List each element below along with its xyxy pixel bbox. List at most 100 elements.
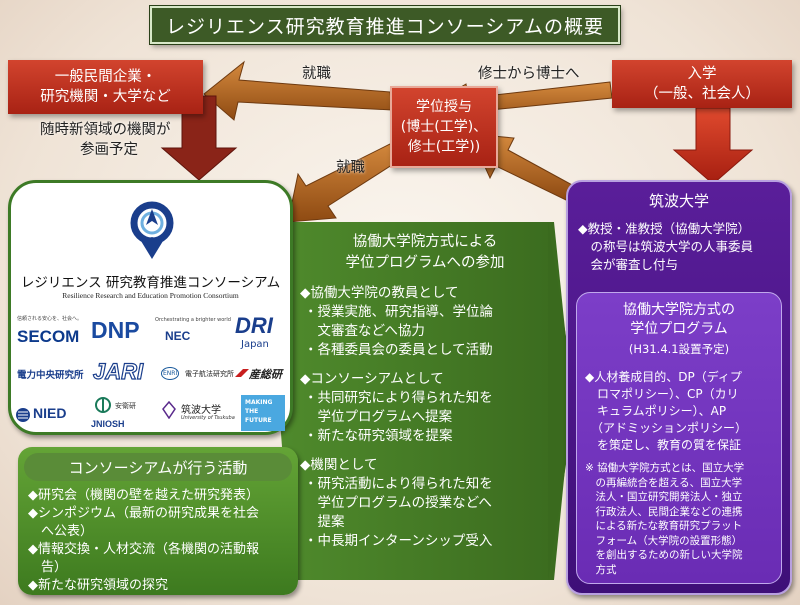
aist-name: 産総研 bbox=[249, 368, 282, 381]
arrow-employment-lower bbox=[287, 139, 407, 223]
program-line-1: ◆人材養成目的、DP（ディプ bbox=[585, 370, 742, 384]
section1-line-2: 文審査などへ協力 bbox=[304, 323, 425, 339]
jniosh-sub: 安衛研 bbox=[115, 402, 136, 410]
tsukuba-line-2: の称号は筑波大学の人事委員 bbox=[578, 239, 754, 254]
tsukuba-name-en: University of Tsukuba bbox=[181, 415, 235, 421]
note-line-4: 行政法人、民間企業などの連携 bbox=[585, 505, 743, 518]
program-note: ※ 協働大学院方式とは、国立大学 の再編統合を超える、国立大学 法人・国立研究開… bbox=[585, 461, 781, 577]
program-title-1: 協働大学院方式の bbox=[623, 302, 735, 318]
section3-title: ◆機関として bbox=[300, 457, 378, 473]
arrow-cooperation-tip bbox=[548, 222, 576, 580]
arrow-new-participants bbox=[160, 95, 238, 181]
making-the-future-logo: MAKING THE FUTURE bbox=[241, 395, 285, 431]
dri-wordmark: DRI bbox=[235, 313, 273, 338]
denchu-logo: 電力中央研究所 bbox=[17, 365, 85, 385]
arrow-cooperation bbox=[280, 222, 572, 580]
program-subtitle: (H31.4.1設置予定) bbox=[628, 342, 730, 356]
new-domain-label-line2: 参画予定 bbox=[80, 142, 138, 158]
enri-mark: ENRI bbox=[161, 367, 180, 380]
degree-box-line3: 修士(工学)) bbox=[407, 139, 481, 155]
activity-item-2: ◆シンポジウム（最新の研究成果を社会 へ公表） bbox=[28, 506, 259, 539]
nied-logo: NIED bbox=[15, 401, 83, 431]
consortium-emblem-icon bbox=[130, 201, 174, 259]
aist-logo: 産総研 bbox=[235, 363, 289, 387]
tsukuba-line-1: ◆教授・准教授（協働大学院） bbox=[578, 221, 751, 236]
participation-content: 協働大学院方式による 学位プログラムへの参加 ◆協働大学院の教員として ・授業実… bbox=[300, 232, 550, 551]
nfuture-line3: FUTURE bbox=[245, 417, 272, 424]
industry-box-line1: 一般民間企業・ bbox=[54, 69, 157, 85]
jniosh-logo: 安衛研 JNIOSH bbox=[89, 393, 159, 437]
program-line-4: （アドミッションポリシー） bbox=[585, 421, 748, 435]
consortium-name-en: Resilience Research and Education Promot… bbox=[62, 291, 239, 300]
section1-line-1: ・授業実施、研究指導、学位論 bbox=[304, 304, 493, 320]
secom-tagline: 信頼される安心を、社会へ。 bbox=[17, 316, 83, 322]
nec-tagline: Orchestrating a brighter world bbox=[155, 317, 231, 323]
activities-title: コンソーシアムが行う活動 bbox=[24, 453, 292, 481]
tsukuba-description: ◆教授・准教授（協働大学院） の称号は筑波大学の人事委員 会が審査し付与 bbox=[578, 220, 784, 274]
tsukuba-panel: 筑波大学 ◆教授・准教授（協働大学院） の称号は筑波大学の人事委員 会が審査し付… bbox=[566, 180, 792, 595]
aist-mark-icon bbox=[235, 369, 249, 377]
arrow-label-employment-lower: 就職 bbox=[336, 160, 365, 176]
degree-box: 学位授与 (博士(工学)、 修士(工学)) bbox=[390, 86, 498, 168]
arrow-employment-upper bbox=[203, 60, 393, 121]
section3-line-3: 提案 bbox=[304, 514, 345, 530]
secom-wordmark: SECOM bbox=[17, 327, 80, 346]
degree-program-box: 協働大学院方式の 学位プログラム (H31.4.1設置予定) ◆人材養成目的、D… bbox=[576, 292, 782, 584]
jari-logo: JARI bbox=[91, 358, 155, 389]
tsukuba-line-3: 会が審査し付与 bbox=[578, 257, 679, 272]
note-line-6: フォーム（大学院の設置形態） bbox=[585, 534, 743, 547]
jniosh-mark-icon bbox=[95, 397, 111, 413]
nfuture-line1: MAKING bbox=[245, 399, 273, 406]
dnp-wordmark: DNP bbox=[91, 317, 140, 343]
arrow-label-master-to-doctor: 修士から博士へ bbox=[478, 66, 580, 82]
degree-box-line2: (博士(工学)、 bbox=[400, 119, 488, 135]
activities-panel: コンソーシアムが行う活動 ◆研究会（機関の壁を越えた研究発表） ◆シンポジウム（… bbox=[18, 447, 298, 595]
note-line-5: による新たな教育研究プラット bbox=[585, 520, 743, 532]
nfuture-line2: THE bbox=[245, 408, 259, 415]
nec-wordmark: NEC bbox=[165, 329, 191, 343]
participation-heading-1: 協働大学院方式による bbox=[352, 234, 498, 250]
activity-item-3: ◆情報交換・人材交流（各機関の活動報 告） bbox=[28, 542, 259, 575]
dri-sub: Japan bbox=[241, 339, 269, 350]
section2-line-3: ・新たな研究領域を提案 bbox=[304, 428, 453, 444]
page-title: レジリエンス研究教育推進コンソーシアムの概要 bbox=[150, 6, 620, 44]
dri-logo: DRI Japan bbox=[231, 313, 287, 353]
participation-heading-2: 学位プログラムへの参加 bbox=[345, 255, 505, 271]
section3-line-4: ・中長期インターンシップ受入 bbox=[304, 533, 493, 549]
admission-box-line1: 入学 bbox=[687, 66, 717, 82]
secom-logo: 信頼される安心を、社会へ。 SECOM bbox=[17, 313, 83, 351]
section1-title: ◆協働大学院の教員として bbox=[300, 285, 459, 301]
dnp-logo: DNP bbox=[87, 315, 151, 349]
admission-box: 入学 （一般、社会人） bbox=[612, 60, 792, 108]
program-line-5: を策定し、教育の質を保証 bbox=[585, 438, 742, 452]
nied-wordmark: NIED bbox=[33, 405, 67, 421]
industry-box-line2: 研究機関・大学など bbox=[40, 89, 171, 105]
consortium-panel: レジリエンス 研究教育推進コンソーシアム Resilience Research… bbox=[8, 180, 293, 435]
arrow-label-employment-upper: 就職 bbox=[302, 66, 331, 82]
section3-line-1: ・研究活動により得られた知を bbox=[304, 476, 493, 492]
section3-line-2: 学位プログラムの授業などへ bbox=[304, 495, 492, 511]
enri-name: 電子航法研究所 bbox=[185, 370, 234, 378]
program-description: ◆人材養成目的、DP（ディプ ロマポリシー）、CP（カリ キュラムポリシー）、A… bbox=[585, 369, 779, 454]
nec-logo: Orchestrating a brighter world NEC bbox=[155, 313, 231, 351]
program-title-2: 学位プログラム bbox=[630, 321, 728, 337]
denchu-name: 電力中央研究所 bbox=[17, 370, 84, 381]
arrow-admission bbox=[672, 107, 754, 185]
note-line-8: 方式 bbox=[585, 563, 617, 576]
activities-list: ◆研究会（機関の壁を越えた研究発表） ◆シンポジウム（最新の研究成果を社会 へ公… bbox=[28, 487, 294, 595]
note-line-7: を創出するための新しい大学院 bbox=[585, 549, 743, 561]
industry-box: 一般民間企業・ 研究機関・大学など bbox=[8, 60, 203, 114]
new-domain-label-line1: 随時新領域の機関が bbox=[40, 122, 171, 138]
program-line-3: キュラムポリシー）、AP bbox=[585, 404, 727, 418]
note-line-1: ※ 協働大学院方式とは、国立大学 bbox=[585, 462, 745, 474]
section2-title: ◆コンソーシアムとして bbox=[300, 371, 444, 387]
note-line-2: の再編統合を超える、国立大学 bbox=[585, 476, 743, 489]
jari-wordmark: JARI bbox=[92, 358, 144, 384]
program-line-2: ロマポリシー）、CP（カリ bbox=[585, 387, 739, 401]
note-line-3: 法人・国立研究開発法人・独立 bbox=[585, 491, 743, 503]
enri-logo: ENRI 電子航法研究所 bbox=[161, 363, 234, 387]
degree-box-line1: 学位授与 bbox=[416, 99, 472, 115]
tsukuba-mark-icon bbox=[162, 401, 176, 419]
nied-mark-icon bbox=[16, 408, 30, 422]
